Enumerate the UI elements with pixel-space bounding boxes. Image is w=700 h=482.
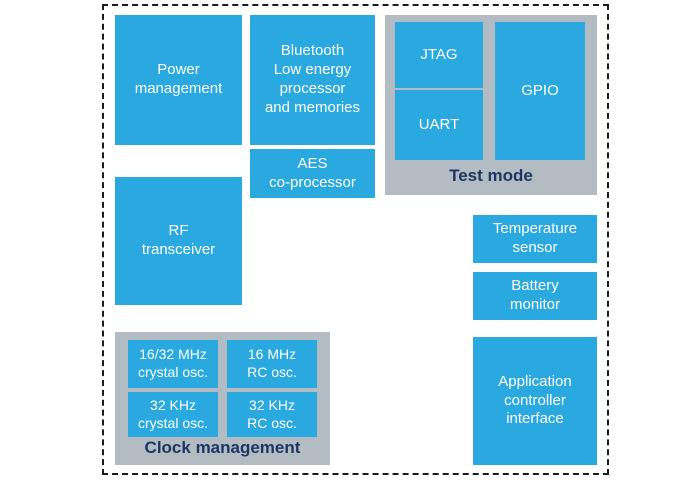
block-label: Battery monitor bbox=[509, 277, 561, 313]
block-bluetooth-low-energy-processor: Bluetooth Low energy processor and memor… bbox=[250, 15, 375, 145]
block-label: Application controller interface bbox=[498, 372, 572, 428]
block-label: Power management bbox=[134, 61, 223, 97]
container-label-clock-management: Clock management bbox=[144, 438, 301, 457]
block-application-controller-interface: Application controller interface bbox=[473, 337, 597, 465]
chip-boundary-dashed-border bbox=[102, 4, 609, 475]
block-label: RF transceiver bbox=[141, 222, 216, 258]
block-label: Bluetooth Low energy processor and memor… bbox=[264, 42, 361, 116]
block-label: 16/32 MHz crystal osc. bbox=[137, 346, 208, 380]
block-label: UART bbox=[418, 115, 460, 133]
block-battery-monitor: Battery monitor bbox=[473, 272, 597, 320]
block-label: 16 MHz RC osc. bbox=[247, 346, 297, 380]
block-aes-coprocessor: AES co-processor bbox=[250, 149, 375, 198]
block-label: JTAG bbox=[420, 45, 458, 63]
block-16-mhz-rc-osc: 16 MHz RC osc. bbox=[227, 340, 317, 388]
container-clock-management: 16/32 MHz crystal osc. 16 MHz RC osc. 32… bbox=[115, 332, 330, 465]
block-32-khz-rc-osc: 32 KHz RC osc. bbox=[227, 392, 317, 437]
block-power-management: Power management bbox=[115, 15, 242, 145]
block-rf-transceiver: RF transceiver bbox=[115, 177, 242, 305]
block-gpio: GPIO bbox=[495, 22, 585, 160]
block-uart: UART bbox=[395, 90, 483, 160]
block-32-khz-crystal-osc: 32 KHz crystal osc. bbox=[128, 392, 218, 437]
container-label-test-mode: Test mode bbox=[449, 166, 533, 185]
container-test-mode: JTAG UART GPIO Test mode bbox=[385, 15, 597, 195]
block-label: GPIO bbox=[521, 81, 559, 99]
block-label: 32 KHz RC osc. bbox=[247, 396, 297, 431]
block-label: Temperature sensor bbox=[492, 220, 578, 256]
block-16-32-mhz-crystal-osc: 16/32 MHz crystal osc. bbox=[128, 340, 218, 388]
block-label: AES co-processor bbox=[269, 154, 356, 191]
block-temperature-sensor: Temperature sensor bbox=[473, 215, 597, 263]
block-jtag: JTAG bbox=[395, 22, 483, 88]
block-label: 32 KHz crystal osc. bbox=[137, 396, 208, 431]
